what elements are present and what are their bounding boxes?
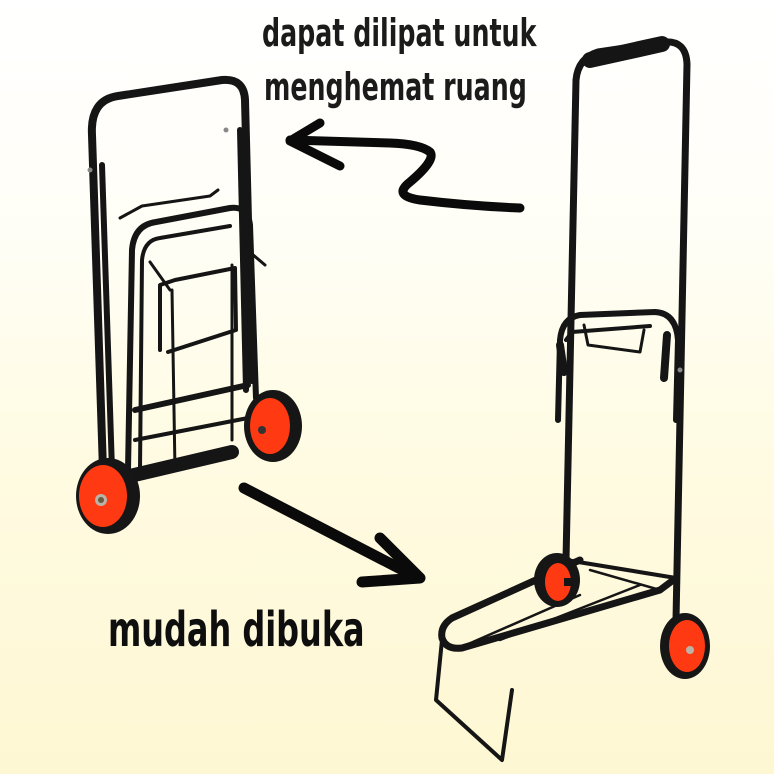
wheel-icon (76, 458, 140, 534)
unfolded-trolley-image (434, 36, 691, 762)
arrow-down-right-icon (238, 482, 426, 588)
folded-trolley-image (87, 75, 267, 483)
arrow-left-icon (285, 118, 525, 213)
caption-foldable: dapat dilipat untuk (262, 11, 537, 55)
caption-easy-open: mudah dibuka (108, 602, 365, 658)
wheel-icon (534, 553, 580, 607)
caption-save-space: menghemat ruang (264, 65, 527, 109)
wheel-icon (244, 390, 302, 462)
wheel-icon (660, 613, 710, 679)
